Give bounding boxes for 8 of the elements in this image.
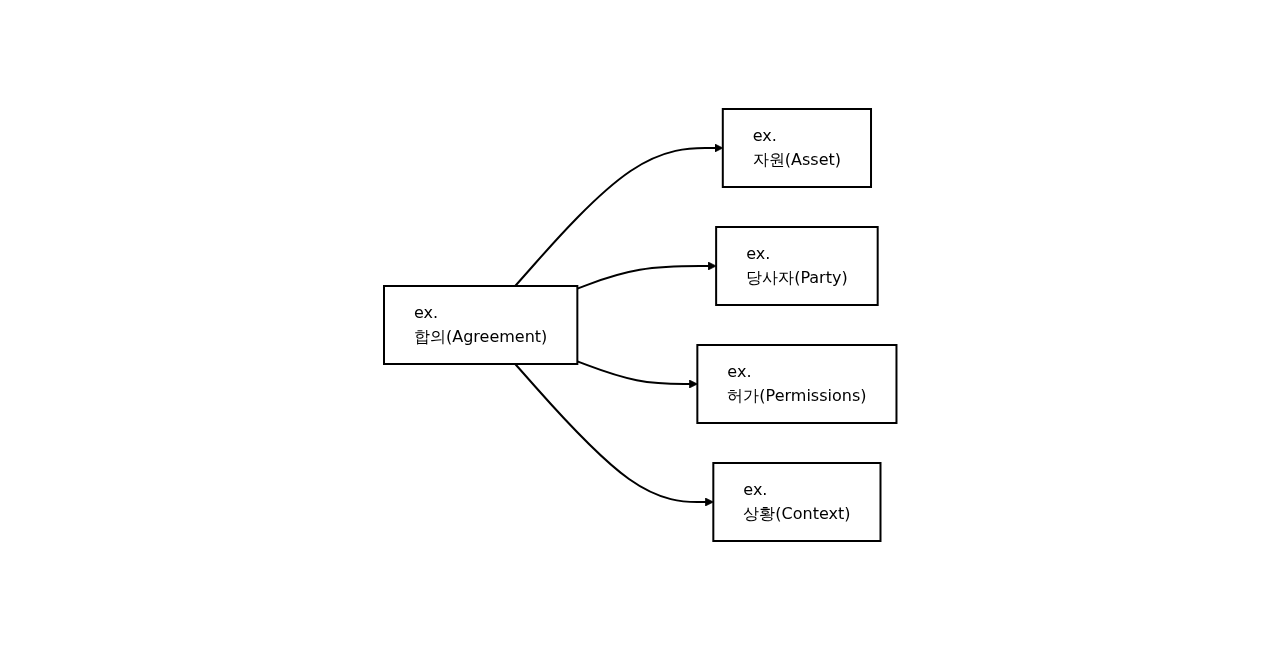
arrow	[513, 362, 714, 506]
arrow	[576, 359, 698, 388]
node-box: ex. 합의(Agreement)	[382, 284, 579, 365]
node-box: ex. 자원(Asset)	[721, 107, 872, 188]
node-box: ex. 상황(Context)	[712, 461, 882, 542]
node-box: ex. 허가(Permissions)	[696, 343, 898, 424]
node-box: ex. 당사자(Party)	[714, 225, 879, 306]
arrow	[513, 143, 723, 287]
